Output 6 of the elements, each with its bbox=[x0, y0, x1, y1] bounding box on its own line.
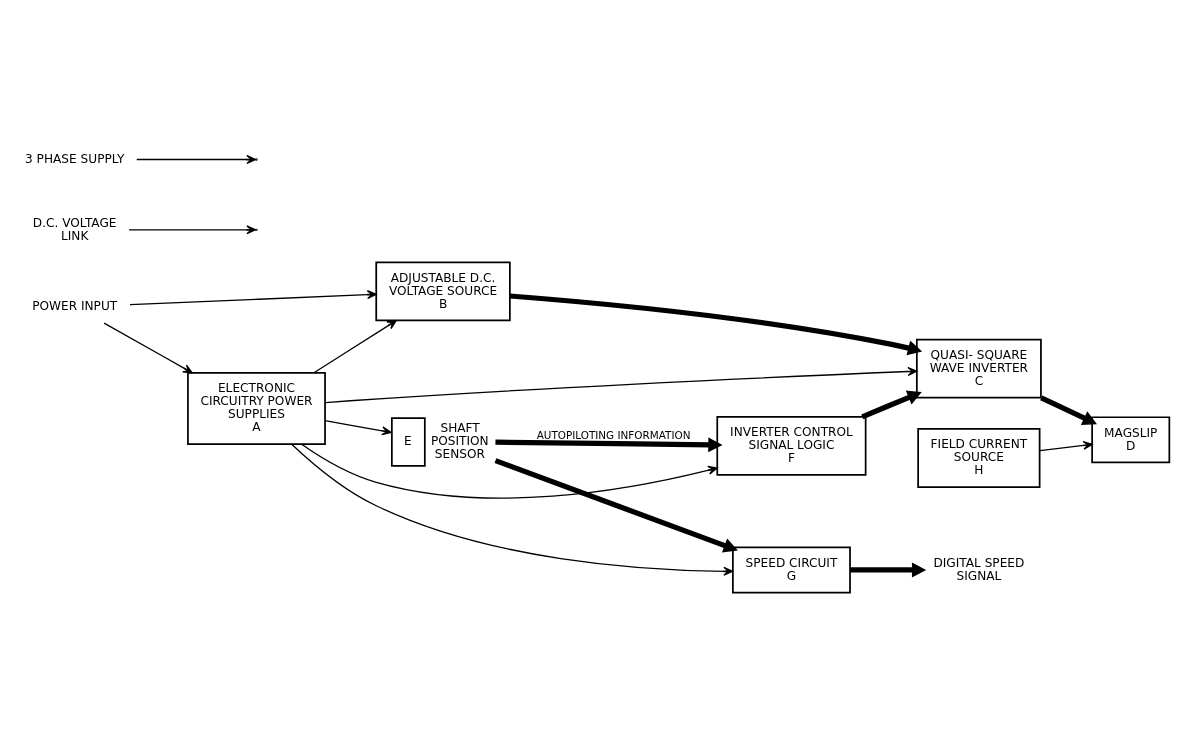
node-text: 3 PHASE SUPPLY bbox=[25, 151, 125, 166]
node-text: DIGITAL SPEED SIGNAL bbox=[933, 555, 1025, 583]
node-text: POWER INPUT bbox=[32, 299, 118, 314]
node-text: D.C. VOLTAGE LINK bbox=[32, 215, 117, 243]
node-label: SHAFT POSITION SENSOR bbox=[430, 421, 489, 462]
edge-label: AUTOPILOTING INFORMATION bbox=[536, 429, 691, 442]
